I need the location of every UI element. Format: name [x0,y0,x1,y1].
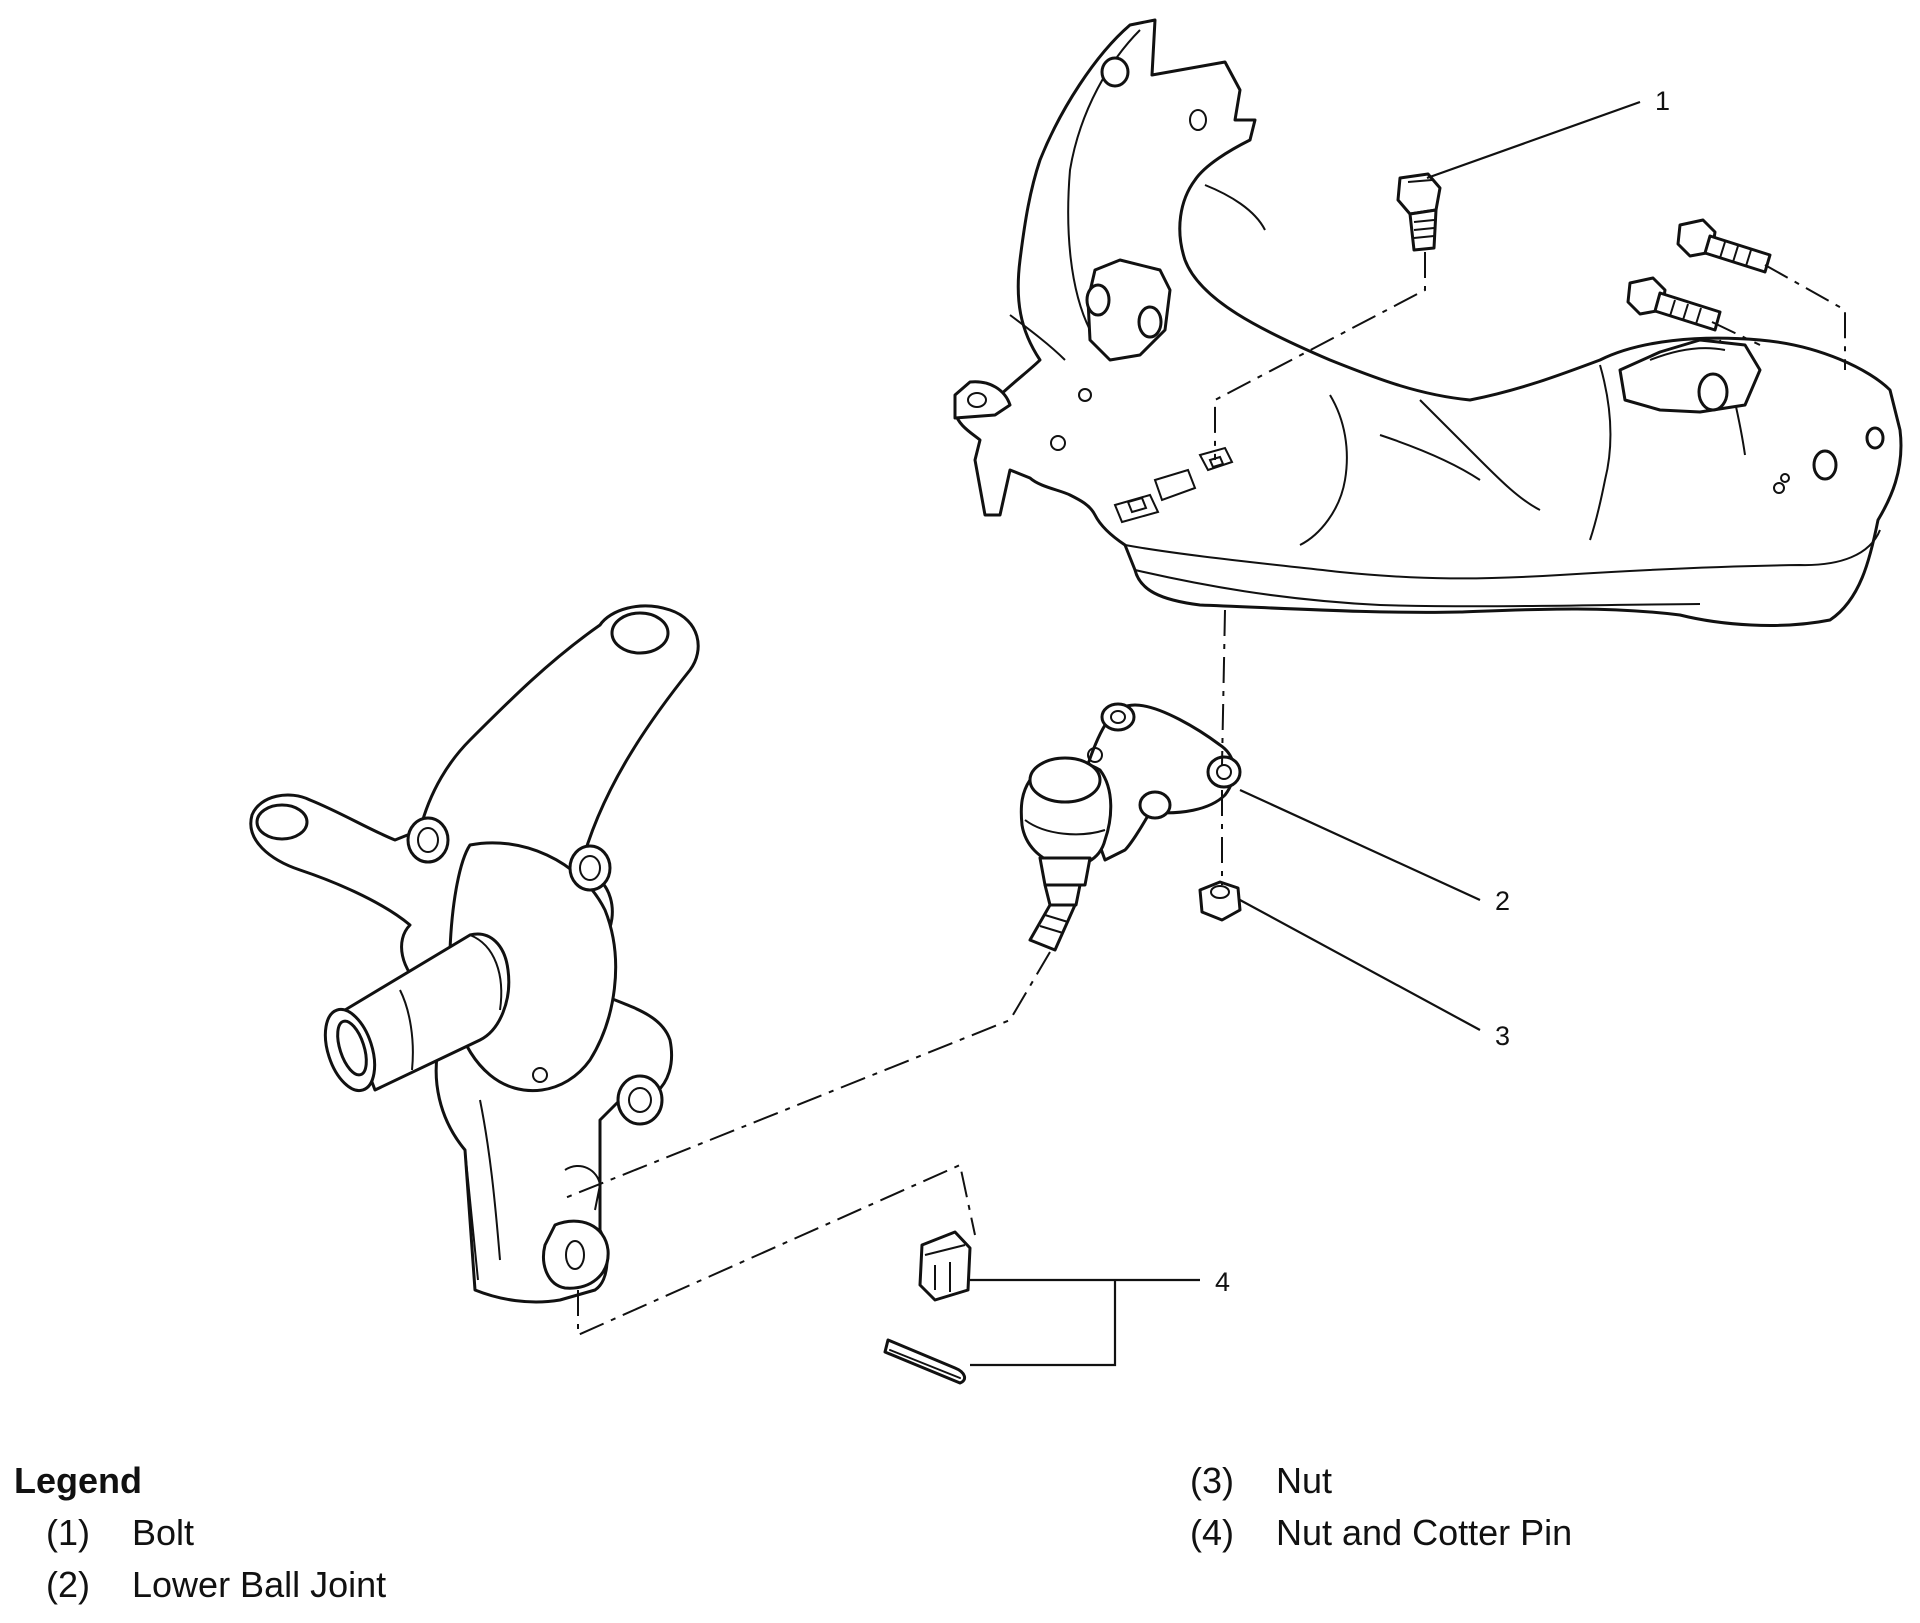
nut [1198,880,1242,922]
lower-ball-joint [1019,702,1242,952]
castle-nut [918,1230,972,1302]
legend-item-number: (4) [1190,1512,1234,1553]
steering-knuckle [249,604,700,1304]
legend-item-lower-ball-joint: (2) Lower Ball Joint [46,1564,386,1606]
legend-title: Legend [14,1460,143,1501]
legend-item-number: (3) [1190,1460,1234,1501]
assembly-center-lines [559,252,1426,1337]
exploded-view-diagram: 1 2 3 4 [249,18,1903,1385]
legend-item-number: (1) [46,1512,90,1553]
lower-control-arm [953,18,1903,627]
callout-4: 4 [1215,1267,1230,1297]
legend-item-nut-and-cotter-pin: (4) Nut and Cotter Pin [1190,1512,1572,1554]
legend-item-nut: (3) Nut [1190,1460,1332,1502]
callout-3: 3 [1495,1021,1510,1051]
legend-item-label: Nut [1276,1460,1333,1501]
legend: Legend (1) Bolt (2) Lower Ball Joint (3) Nu… [0,1440,1920,1623]
bolt [1396,172,1442,252]
callout-1: 1 [1655,86,1670,116]
cotter-pin [883,1338,967,1385]
callout-leaders [970,100,1641,1367]
legend-item-number: (2) [46,1564,90,1605]
arm-mounting-bolts [1626,218,1846,370]
legend-item-bolt: (1) Bolt [46,1512,194,1554]
callout-2: 2 [1495,886,1510,916]
legend-item-label: Nut and Cotter Pin [1276,1512,1573,1553]
legend-item-label: Bolt [132,1512,195,1553]
legend-item-label: Lower Ball Joint [132,1564,387,1605]
